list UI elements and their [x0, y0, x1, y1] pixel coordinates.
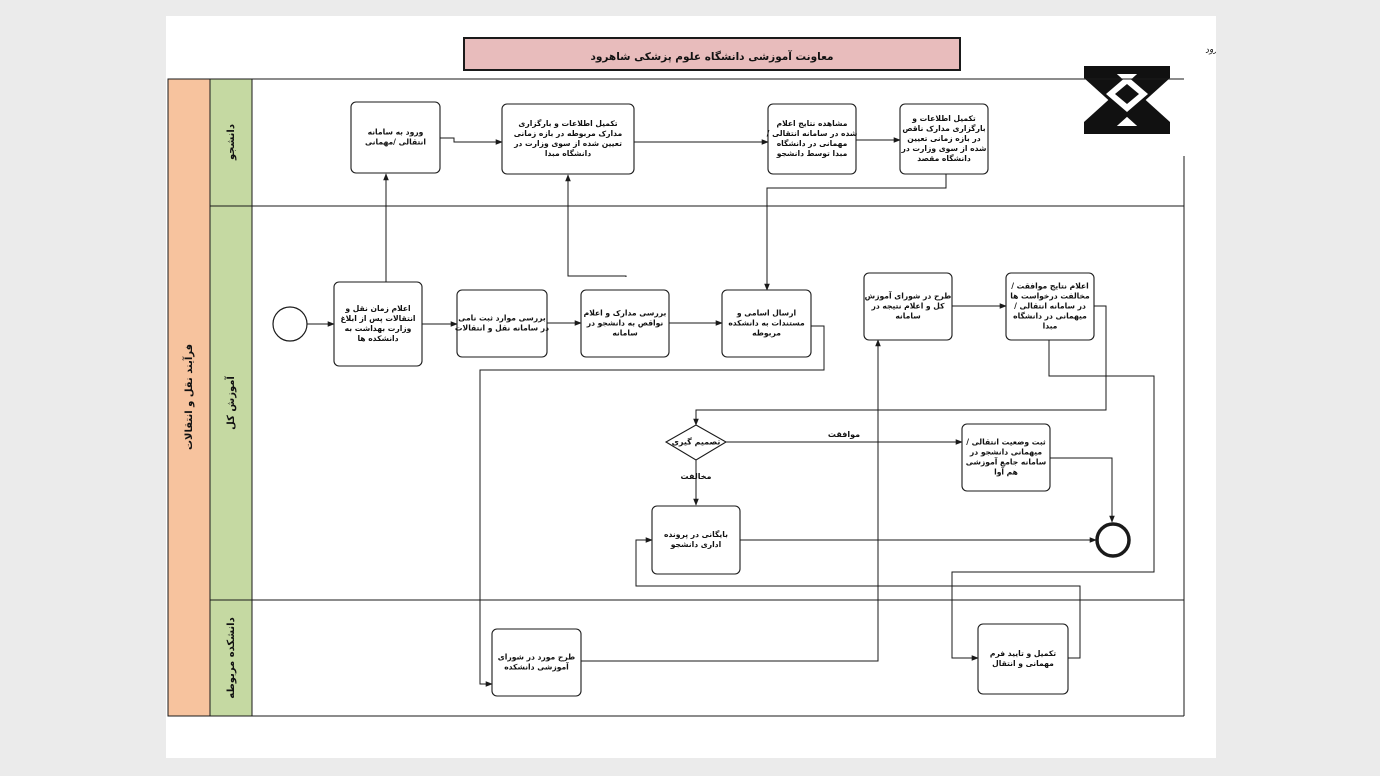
flow-login-complete: [440, 137, 503, 145]
start-event: [272, 306, 308, 342]
shahroud-university-emblem-icon: [1084, 66, 1170, 134]
edge-label-disagree: مخالفت: [681, 472, 712, 481]
lane-faculty: دانشکده مربوطه: [209, 599, 253, 717]
task-label-line: میهمانی در دانشگاه: [1013, 312, 1087, 321]
task-label-line: آموزشی دانشکده: [504, 662, 569, 672]
gateway-label: تصمیم گیری: [672, 437, 721, 447]
task-label-line: اداری دانشجو: [670, 540, 721, 549]
task-label-line: طرح مورد در شورای: [498, 653, 575, 662]
task-label-line: انتقالات پس از ابلاغ: [340, 314, 415, 323]
task-label-line: مبدا: [1043, 322, 1058, 331]
edge-label-agree: موافقت: [828, 430, 860, 439]
task-label-line: دانشگاه مقصد: [917, 154, 971, 163]
task-label-line: وزارت بهداشت به: [345, 324, 412, 333]
task-label-line: سامانه جامع آموزشی: [966, 457, 1046, 467]
task-label-line: بررسی موارد ثبت نامی: [458, 314, 546, 323]
flow-deficiency-send: [764, 174, 947, 291]
task-label-line: مهمانی در دانشگاه: [777, 139, 848, 148]
end-event: [1095, 522, 1131, 558]
diagram-title: معاونت آموزشی دانشگاه علوم پزشکی شاهرود: [590, 50, 833, 63]
task-label-line: اعلام نتایج موافقت /: [1011, 282, 1089, 291]
task-label-line: مدارک مربوطه در بازه زمانی: [514, 129, 623, 138]
flow-faculty-council: [581, 339, 881, 662]
task-label-line: تکمیل اطلاعات و بارگزاری: [518, 119, 617, 128]
flow-form-archive: [635, 537, 1081, 659]
pool-label: فرآیند نقل و انتقالات: [182, 344, 195, 450]
task-label-line: ثبت وضعیت انتقالی /: [966, 438, 1046, 447]
task-label-line: در بازه زمانی تعیین: [907, 134, 980, 143]
decision-gateway: تصمیم گیری: [664, 424, 728, 461]
flow-register-end: [1049, 457, 1115, 523]
task-register-status: ثبت وضعیت انتقالی /میهمانی دانشجو درساما…: [961, 423, 1051, 492]
flow-docs-complete: [565, 174, 627, 277]
pool: فرآیند نقل و انتقالات: [167, 78, 211, 717]
task-announce-result: اعلام نتایج موافقت /مخالفت درخواست هادر …: [1005, 272, 1095, 341]
task-label-line: هم آوا: [994, 467, 1018, 477]
task-label-line: دانشگاه مبدا: [545, 149, 591, 158]
lane-label-faculty: دانشکده مربوطه: [226, 617, 237, 698]
lane-general: آموزش کل: [209, 205, 253, 601]
task-label-line: طرح در شورای آموزش: [865, 291, 952, 301]
lane-label-general: آموزش کل: [224, 376, 237, 430]
task-label-line: نواقص به دانشجو در: [586, 319, 664, 328]
task-label-line: شده از سوی وزارت در: [900, 144, 986, 153]
sequence-flows: [307, 137, 1155, 687]
task-label-line: مربوطه: [752, 329, 781, 338]
task-label-line: تکمیل و تایید فرم: [990, 649, 1056, 658]
task-label-line: در سامانه انتقالی /: [1014, 302, 1086, 311]
task-label-line: ورود به سامانه: [368, 128, 424, 137]
task-label-line: مشاهده نتایج اعلام: [777, 119, 848, 128]
task-label-line: بایگانی در پرونده: [664, 530, 728, 539]
task-label-line: سامانه: [895, 312, 920, 321]
task-label-line: انتقالی /مهمانی: [365, 138, 426, 147]
task-label-line: بارگزاری مدارک ناقص: [902, 124, 985, 133]
task-label-line: تکمیل اطلاعات و: [911, 114, 976, 123]
task-label-line: مهمانی و انتقال: [992, 659, 1054, 668]
process-diagram: معاونت آموزشی دانشگاه علوم پزشکی شاهرود …: [167, 16, 1216, 717]
flow-result-form: [951, 340, 1155, 661]
lane-student: دانشجو: [209, 78, 253, 207]
task-label-line: سامانه: [612, 329, 637, 338]
lane-borders: [252, 78, 1185, 717]
task-label-line: شده در سامانه انتقالی /: [767, 129, 858, 138]
task-label-line: ارسال اسامی و: [736, 309, 796, 318]
task-label-line: در سامانه نقل و انتقالات: [455, 324, 549, 333]
task-label-line: دانشکده ها: [357, 334, 398, 343]
task-label-line: اعلام زمان نقل و: [344, 304, 410, 313]
task-label-line: مستندات به دانشکده: [728, 319, 805, 328]
lane-label-student: دانشجو: [226, 124, 237, 161]
logo: دانشگاه علوم پزشکی و خدمات بهداشتی درمان…: [1084, 16, 1216, 134]
flow-result-gateway: [693, 305, 1107, 426]
title-box: معاونت آموزشی دانشگاه علوم پزشکی شاهرود: [463, 37, 961, 71]
slide: معاونت آموزشی دانشگاه علوم پزشکی شاهرود …: [166, 16, 1216, 758]
task-label-line: مبدا توسط دانشجو: [776, 149, 848, 158]
task-label-line: تعیین شده از سوی وزارت در: [513, 139, 622, 148]
task-label-line: مخالفت درخواست ها: [1010, 292, 1090, 301]
task-label-line: بررسی مدارک و اعلام: [584, 309, 667, 318]
task-label-line: میهمانی دانشجو در: [969, 448, 1042, 457]
logo-text: دانشگاه علوم پزشکی و خدمات بهداشتی درمان…: [1204, 16, 1216, 56]
task-label-line: کل و اعلام نتیجه در: [870, 302, 945, 311]
flow-send-faculty: [479, 325, 825, 687]
